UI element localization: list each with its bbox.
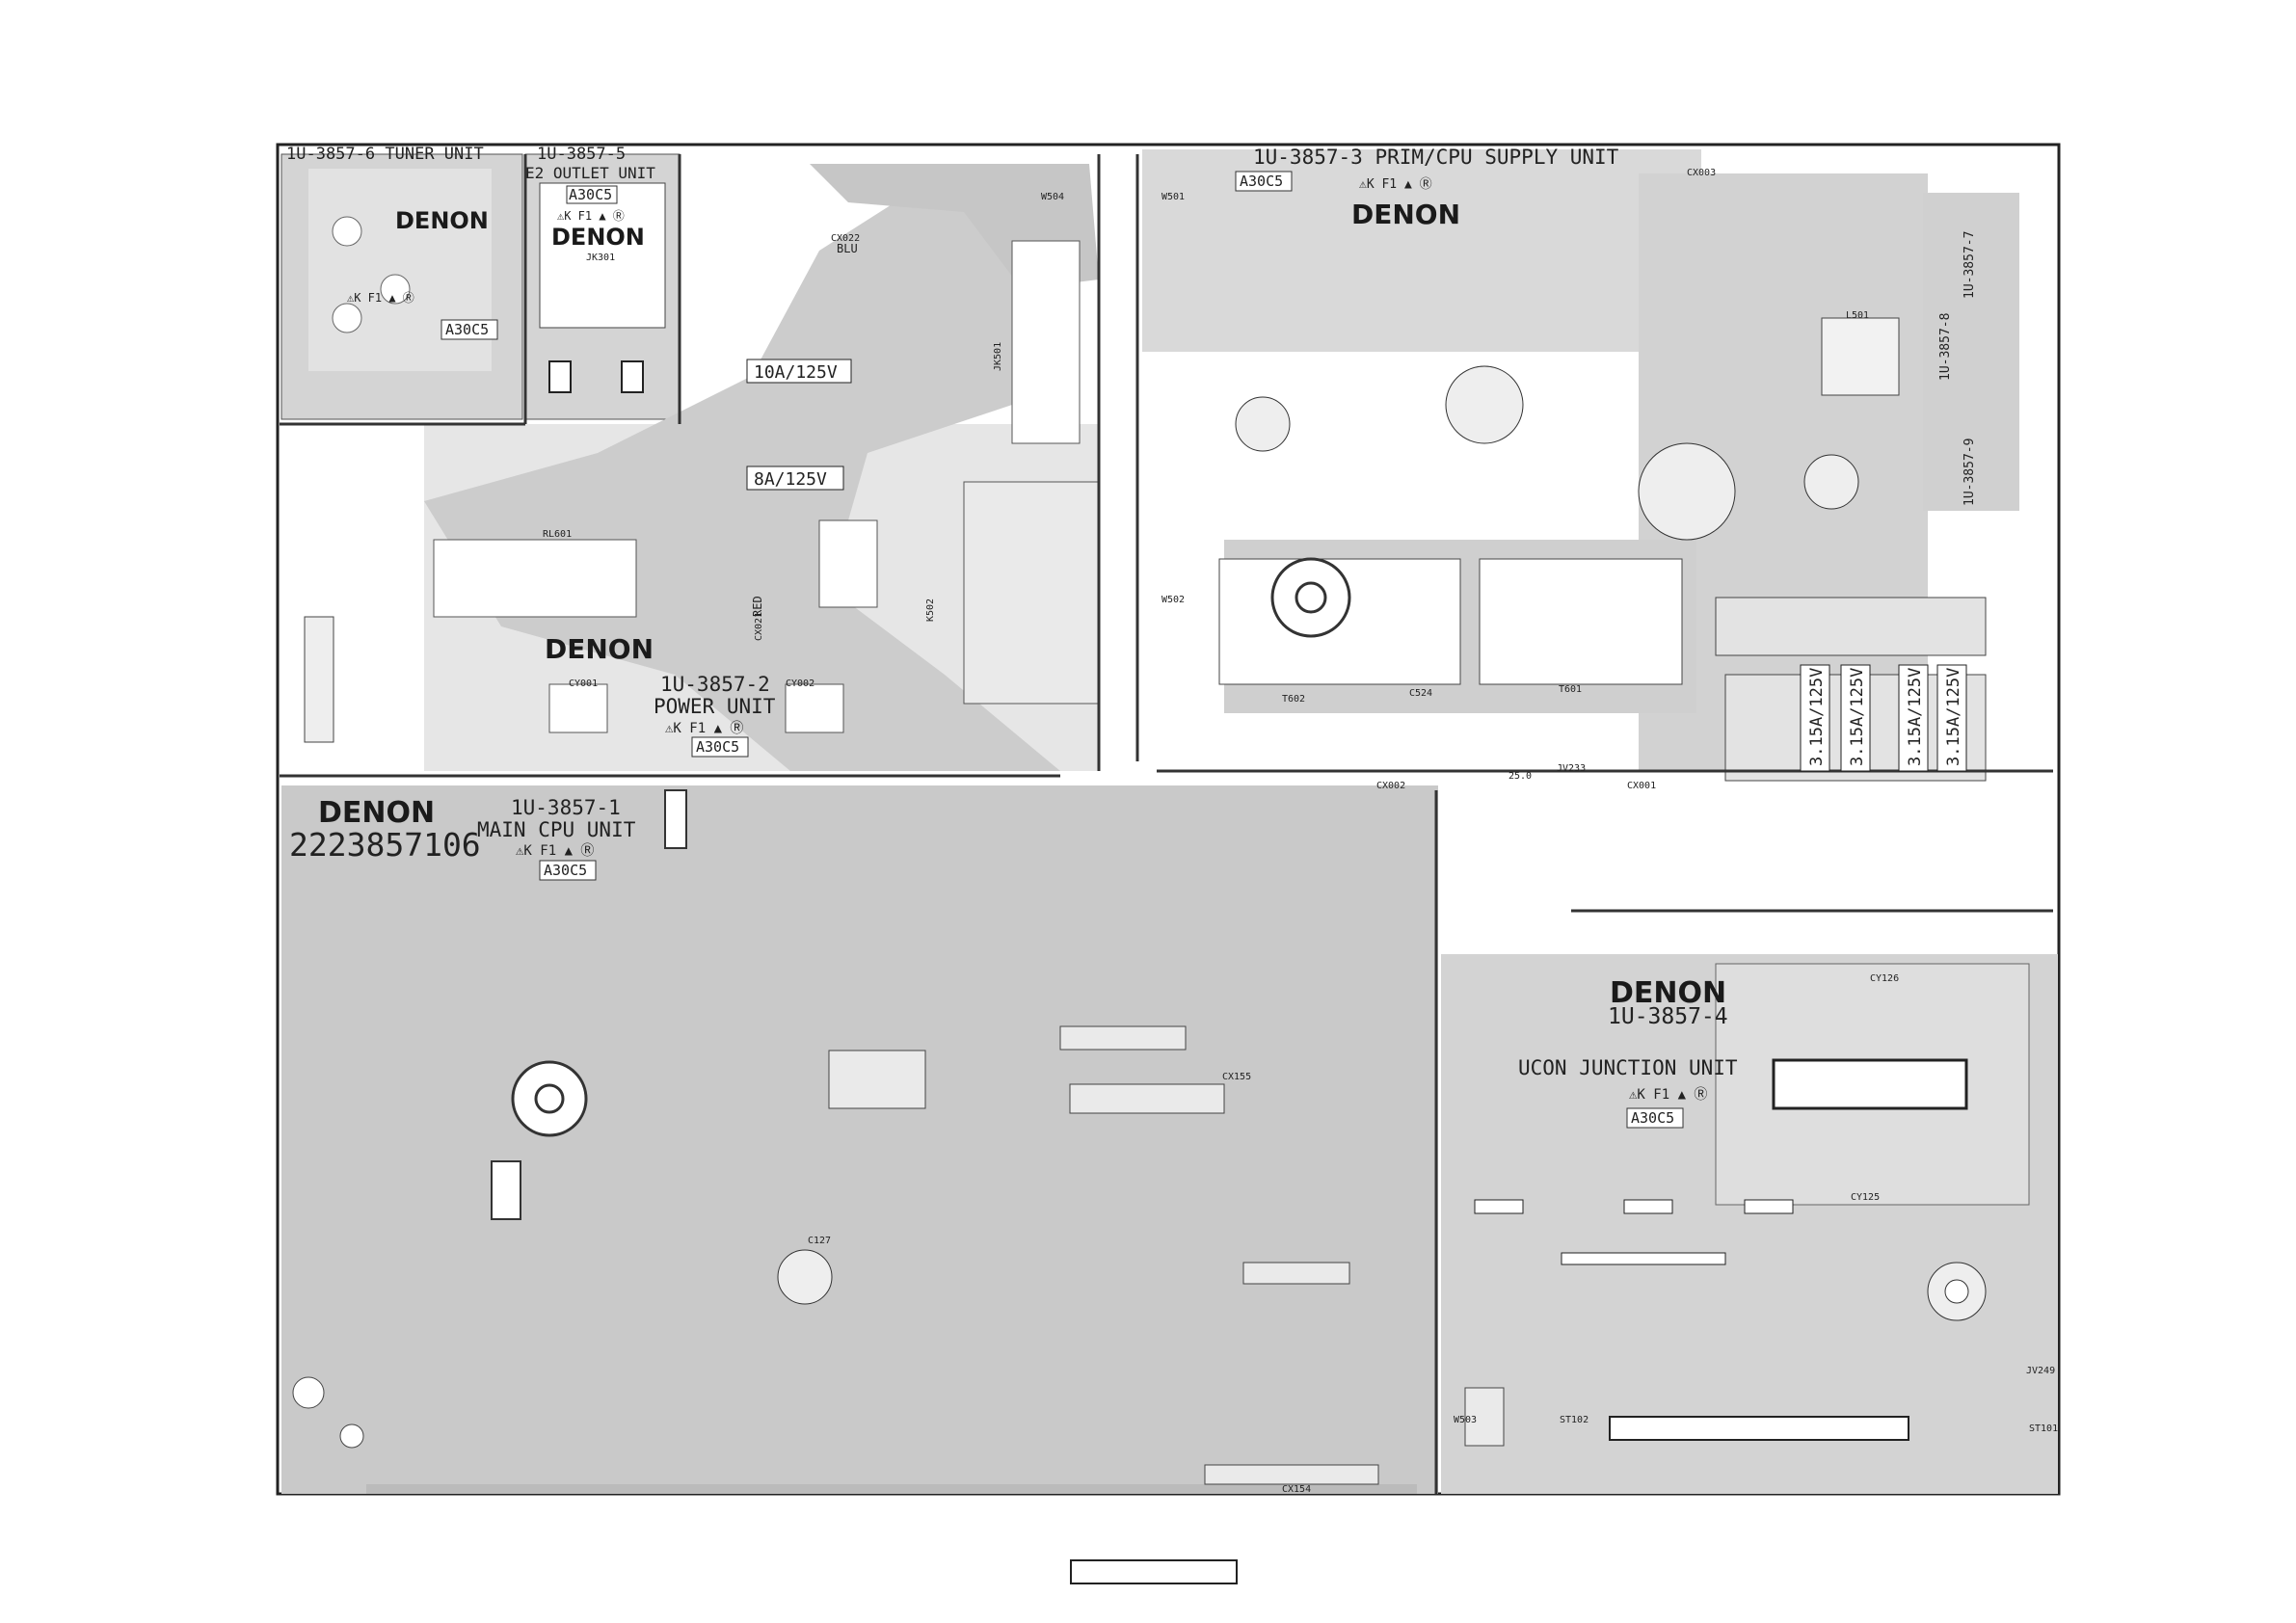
outlet-unit-name: E2 OUTLET UNIT [525,164,655,182]
brand-prim: DENON [1351,199,1460,230]
svg-text:3.15A/125V: 3.15A/125V [1944,668,1963,766]
revision-codes: A30C5 A30C5 A30C5 A30C5 A30C5 A30C5 [441,171,1684,1129]
svg-text:CY002: CY002 [786,678,814,689]
svg-text:CX021: CX021 [754,612,764,641]
svg-text:⚠K F1 ▲ Ⓡ: ⚠K F1 ▲ Ⓡ [557,209,625,223]
svg-text:T601: T601 [1559,684,1582,695]
svg-text:ST102: ST102 [1560,1415,1589,1425]
svg-text:CX003: CX003 [1687,168,1716,178]
svg-text:3.15A/125V: 3.15A/125V [1906,668,1925,766]
svg-text:JV233: JV233 [1557,763,1586,774]
svg-text:A30C5: A30C5 [544,862,587,879]
cpu-unit-region [281,785,1438,1494]
brand-power: DENON [545,633,654,665]
svg-text:JK301: JK301 [586,253,615,263]
svg-text:⚠K F1 ▲ Ⓡ: ⚠K F1 ▲ Ⓡ [1359,177,1432,192]
cert-marks: ⚠K F1 ▲ Ⓡ ⚠K F1 ▲ Ⓡ ⚠K F1 ▲ Ⓡ ⚠K F1 ▲ Ⓡ … [347,177,1707,1103]
svg-text:⚠K F1 ▲ Ⓡ: ⚠K F1 ▲ Ⓡ [347,291,414,305]
svg-text:A30C5: A30C5 [696,738,739,756]
fuse-prim-2: 3.15A/125V [1840,664,1871,772]
svg-text:JV249: JV249 [2026,1366,2055,1376]
sub9-unit-code: 1U-3857-9 [1962,439,1977,506]
brand-cpu: DENON [318,796,435,830]
fuse-f8: 8A/125V [746,466,844,491]
tuner-unit-title: 1U-3857-6 TUNER UNIT [286,145,484,164]
svg-text:CY001: CY001 [569,678,598,689]
power-unit-name: POWER UNIT [654,695,776,718]
brand-tuner: DENON [395,207,489,234]
sub-units-strip [1923,193,2019,511]
svg-text:3.15A/125V: 3.15A/125V [1848,668,1867,766]
title-block-box [1070,1559,1238,1584]
svg-text:CX001: CX001 [1627,781,1656,791]
ucon-unit-code: 1U-3857-4 [1608,1004,1728,1029]
component-labels: BLU CX022 RED CX021 W504 W501 W502 W503 … [543,168,2058,1495]
svg-text:W501: W501 [1161,192,1185,202]
svg-text:10A/125V: 10A/125V [754,362,838,383]
svg-text:W503: W503 [1454,1415,1477,1425]
fuse-prim-1: 3.15A/125V [1800,664,1830,772]
svg-text:CX022: CX022 [831,233,860,244]
svg-text:CY126: CY126 [1870,973,1899,984]
svg-text:A30C5: A30C5 [1631,1109,1674,1127]
svg-text:CX155: CX155 [1222,1072,1251,1082]
svg-text:CX002: CX002 [1376,781,1405,791]
svg-text:⚠K F1 ▲ Ⓡ: ⚠K F1 ▲ Ⓡ [1629,1087,1707,1103]
fuse-f1: 10A/125V [746,359,852,384]
svg-text:JK501: JK501 [993,342,1003,371]
svg-text:W502: W502 [1161,595,1185,605]
svg-text:RL601: RL601 [543,529,572,540]
svg-text:K502: K502 [925,599,936,622]
svg-text:ST101: ST101 [2029,1423,2058,1434]
part-number: 2223857106 [289,826,481,864]
svg-text:C127: C127 [808,1236,831,1246]
svg-text:T602: T602 [1282,694,1305,705]
fuse-prim-3: 3.15A/125V [1898,664,1929,772]
side-connector [304,616,334,743]
brand-outlet: DENON [551,224,645,251]
power-unit-code: 1U-3857-2 [660,673,770,696]
svg-text:A30C5: A30C5 [445,321,489,338]
svg-text:W504: W504 [1041,192,1064,202]
svg-text:RED: RED [751,596,764,617]
cpu-unit-name: MAIN CPU UNIT [477,818,636,841]
svg-text:CX154: CX154 [1282,1484,1311,1495]
svg-text:L501: L501 [1846,310,1869,321]
ucon-unit-region [1441,954,2058,1494]
outlet-unit-code: 1U-3857-5 [537,145,626,164]
sub7-unit-code: 1U-3857-7 [1962,231,1977,299]
svg-text:CY125: CY125 [1851,1192,1880,1203]
brand-ucon: DENON [1610,976,1726,1010]
board-grooves [280,154,2053,1494]
ucon-unit-name: UCON JUNCTION UNIT [1518,1056,1738,1079]
svg-text:25.0: 25.0 [1508,771,1532,782]
cpu-unit-code: 1U-3857-1 [511,796,621,819]
svg-text:8A/125V: 8A/125V [754,469,827,490]
svg-text:⚠K F1 ▲ Ⓡ: ⚠K F1 ▲ Ⓡ [665,721,743,736]
tuner-unit-region [280,153,523,420]
svg-text:A30C5: A30C5 [569,186,612,203]
sub8-unit-code: 1U-3857-8 [1938,313,1953,381]
power-unit-region [424,164,1100,771]
svg-text:A30C5: A30C5 [1240,173,1283,190]
svg-text:⚠K F1 ▲ Ⓡ: ⚠K F1 ▲ Ⓡ [516,843,594,859]
svg-text:C524: C524 [1409,688,1432,699]
prim-unit-title: 1U-3857-3 PRIM/CPU SUPPLY UNIT [1253,146,1619,169]
svg-text:BLU: BLU [837,242,858,255]
fuse-prim-4: 3.15A/125V [1936,664,1967,772]
svg-text:3.15A/125V: 3.15A/125V [1807,668,1827,766]
